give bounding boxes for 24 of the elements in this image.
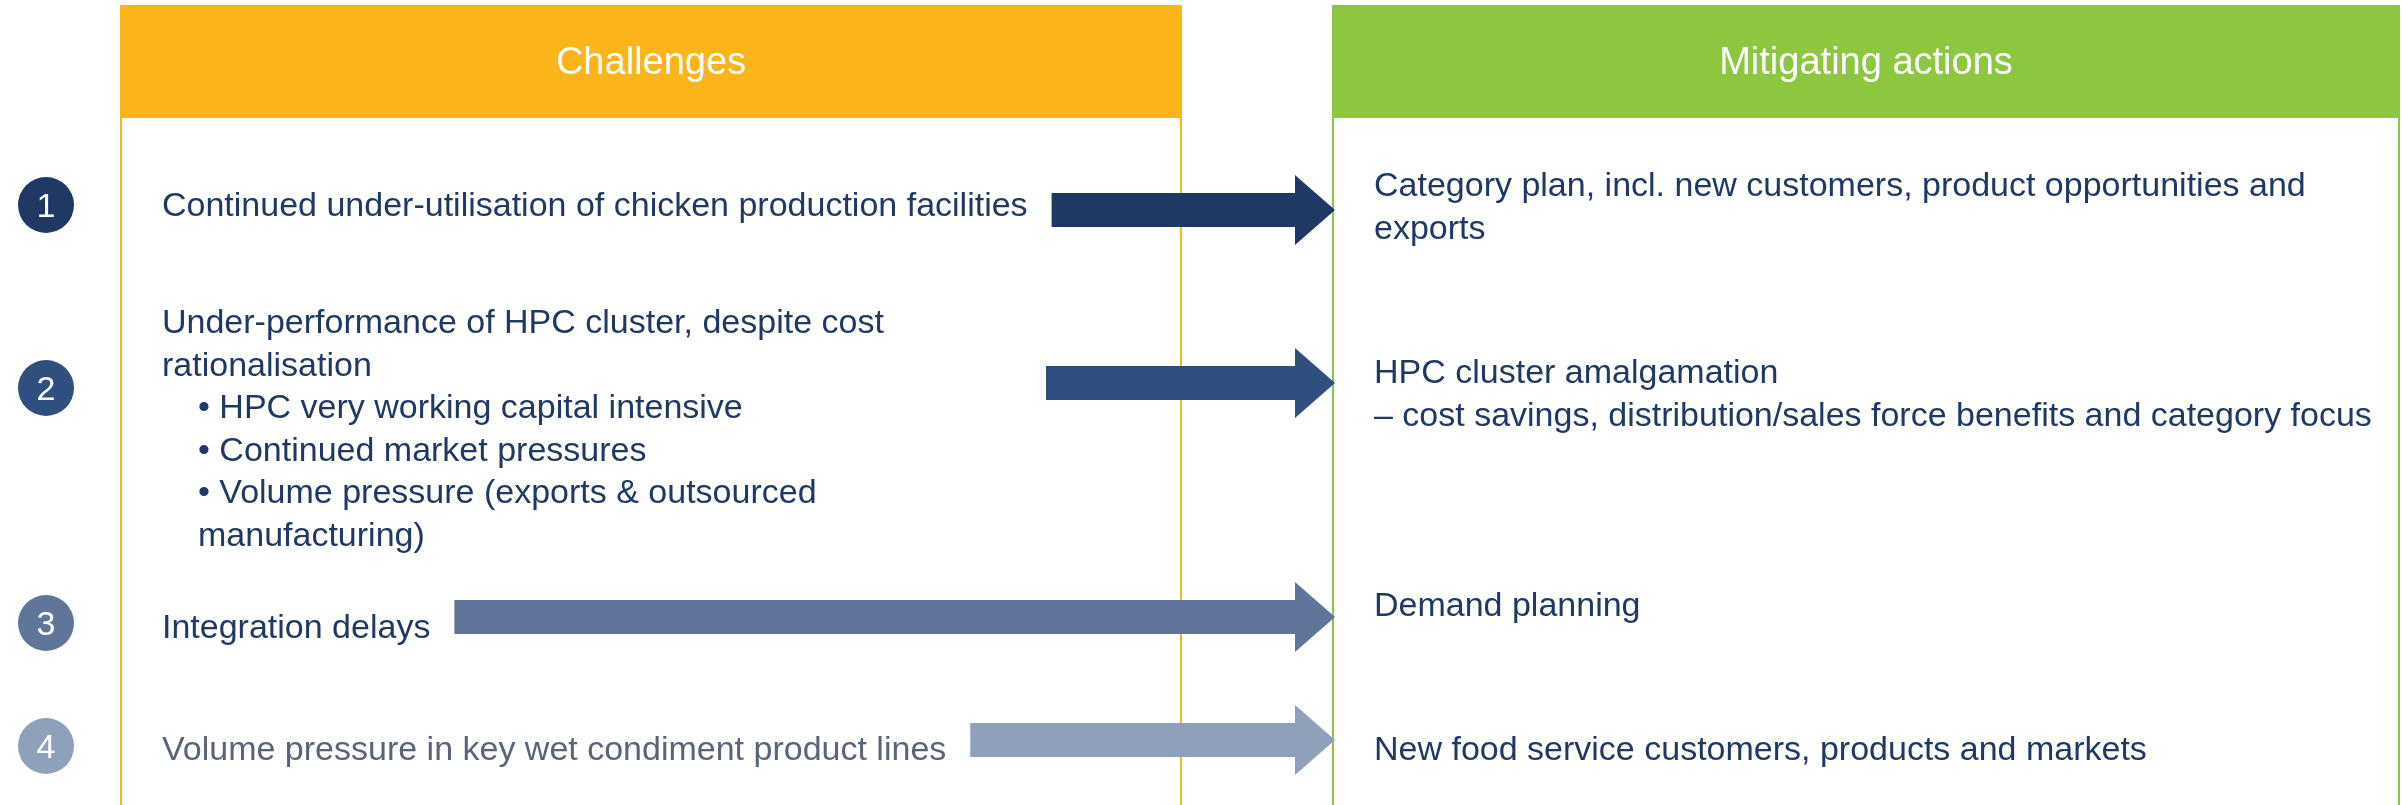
arrow	[1046, 348, 1335, 418]
column-panel	[120, 5, 1182, 805]
action-text: – cost savings, distribution/sales force benefits and category focus	[1374, 393, 2373, 435]
column-panel	[1332, 5, 2400, 805]
arrow	[1051, 175, 1335, 245]
number-badge: 3	[18, 595, 74, 651]
bullet-item: • HPC very working capital intensive	[197, 386, 744, 427]
column-header: Challenges	[122, 5, 1180, 118]
column-header: Mitigating actions	[1334, 5, 2398, 118]
action-text: Demand planning	[1334, 583, 2364, 626]
arrow	[454, 582, 1335, 652]
number-badge: 1	[18, 177, 74, 233]
action-text: HPC cluster amalgamation	[1374, 351, 1780, 392]
number-badge: 4	[18, 718, 74, 774]
bullet-item: • Volume pressure (exports & outsourced manufacturing)	[197, 471, 818, 555]
number-badge: 2	[18, 360, 74, 416]
challenge-text: Continued under-utilisation of chicken production facilities	[122, 183, 1198, 226]
bullet-item: • Continued market pressures	[197, 428, 648, 470]
challenge-text: Integration delays	[122, 605, 1198, 648]
action-text: New food service customers, products and markets	[1334, 727, 2364, 770]
challenge-text: Under-performance of HPC cluster, despite cost rationalisation	[162, 301, 885, 385]
arrow	[970, 705, 1335, 775]
challenge-text: Volume pressure in key wet condiment product lines	[122, 727, 1198, 770]
action-text: Category plan, incl. new customers, product opportunities and exports	[1334, 163, 2364, 248]
